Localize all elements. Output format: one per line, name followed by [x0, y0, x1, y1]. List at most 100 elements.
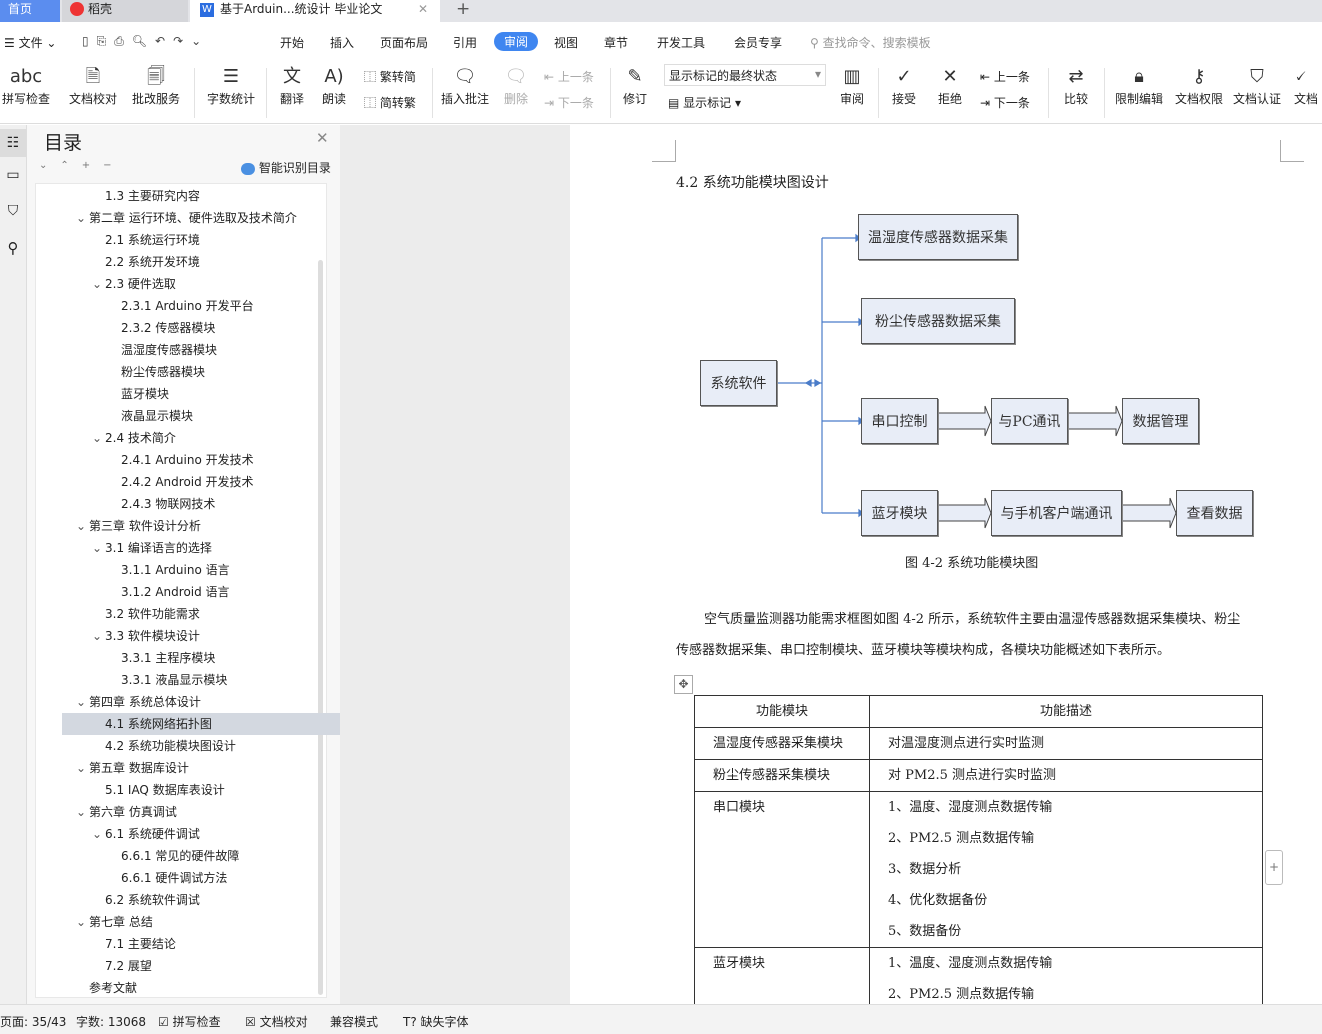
- delete-comment-button[interactable]: 🗨删除: [498, 64, 534, 107]
- trad-to-simp-button[interactable]: ⿰ 繁转简: [364, 70, 416, 84]
- restrict-edit-button[interactable]: 🔒︎限制编辑: [1112, 64, 1166, 107]
- chevron-down-icon[interactable]: ⌄: [92, 431, 103, 445]
- doc-cert-button[interactable]: ⛉文档认证: [1230, 64, 1284, 107]
- read-aloud-button[interactable]: A)朗读: [318, 64, 350, 107]
- tab-docer[interactable]: 稻壳: [62, 0, 188, 22]
- insert-comment-button[interactable]: 🗨插入批注: [440, 64, 490, 107]
- status-spell-check[interactable]: ☑ 拼写检查: [158, 1013, 221, 1030]
- toc-item[interactable]: 2.3.2 传感器模块: [62, 317, 345, 339]
- toc-item[interactable]: 参考文献: [62, 977, 345, 999]
- toc-item[interactable]: 3.1.2 Android 语言: [62, 581, 345, 603]
- chevron-down-icon[interactable]: ⌄: [92, 541, 103, 555]
- menu-view[interactable]: 视图: [554, 36, 579, 50]
- toc-item[interactable]: 4.2 系统功能模块图设计: [62, 735, 345, 757]
- quick-access-icons[interactable]: ▯⎘⎙🔍︎↶↷⌄: [82, 34, 210, 48]
- file-menu[interactable]: ☰ 文件 ⌄: [4, 36, 57, 50]
- toc-item[interactable]: 3.1.1 Arduino 语言: [62, 559, 345, 581]
- close-icon[interactable]: ✕: [316, 129, 329, 147]
- toc-item[interactable]: 2.2 系统开发环境: [62, 251, 345, 273]
- toc-item[interactable]: 2.1 系统运行环境: [62, 229, 345, 251]
- toc-item[interactable]: 2.3.1 Arduino 开发平台: [62, 295, 345, 317]
- chevron-down-icon[interactable]: ⌄: [92, 277, 103, 291]
- toc-item[interactable]: 4.1 系统网络拓扑图: [62, 713, 345, 735]
- chevron-down-icon[interactable]: ⌄: [76, 761, 87, 775]
- toc-item[interactable]: 粉尘传感器模块: [62, 361, 345, 383]
- accept-button[interactable]: ✓接受: [886, 64, 922, 107]
- reject-button[interactable]: ✕拒绝: [932, 64, 968, 107]
- toc-item[interactable]: ⌄6.1 系统硬件调试: [62, 823, 345, 845]
- toc-item[interactable]: 2.4.1 Arduino 开发技术: [62, 449, 345, 471]
- show-marks-button[interactable]: ▤ 显示标记 ▾: [668, 96, 742, 110]
- missing-font[interactable]: T? 缺失字体: [403, 1013, 469, 1030]
- menu-insert[interactable]: 插入: [330, 36, 355, 50]
- next-change-button[interactable]: ⇥ 下一条: [980, 96, 1030, 110]
- doc-more-button[interactable]: 🗸文档: [1294, 64, 1322, 107]
- outline-icon[interactable]: ▭: [6, 167, 20, 183]
- next-comment-button[interactable]: ⇥ 下一条: [544, 96, 594, 110]
- toc-item[interactable]: 2.4.3 物联网技术: [62, 493, 345, 515]
- menu-devtools[interactable]: 开发工具: [657, 36, 706, 50]
- toc-item[interactable]: 液晶显示模块: [62, 405, 345, 427]
- toc-item[interactable]: ⌄2.3 硬件选取: [62, 273, 345, 295]
- doc-permission-button[interactable]: ⚷文档权限: [1172, 64, 1226, 107]
- toc-icon[interactable]: ☷: [0, 129, 26, 157]
- toc-item[interactable]: ⌄第七章 总结: [62, 911, 345, 933]
- toc-item[interactable]: 2.4.2 Android 开发技术: [62, 471, 345, 493]
- chevron-down-icon[interactable]: ⌄: [76, 519, 87, 533]
- table-move-handle-icon[interactable]: ✥: [674, 675, 693, 694]
- toc-item[interactable]: 3.2 软件功能需求: [62, 603, 345, 625]
- toc-item[interactable]: ⌄2.4 技术简介: [62, 427, 345, 449]
- translate-button[interactable]: 文翻译: [274, 64, 310, 107]
- toc-item[interactable]: 7.1 主要结论: [62, 933, 345, 955]
- toc-item[interactable]: ⌄第二章 运行环境、硬件选取及技术简介: [62, 207, 345, 229]
- toc-item[interactable]: 3.3.1 主程序模块: [62, 647, 345, 669]
- toc-item[interactable]: ⌄第三章 软件设计分析: [62, 515, 345, 537]
- chevron-down-icon[interactable]: ⌄: [76, 805, 87, 819]
- simp-to-trad-button[interactable]: ⿰ 简转繁: [364, 96, 416, 110]
- prev-change-button[interactable]: ⇤ 上一条: [980, 70, 1030, 84]
- toc-item[interactable]: 蓝牙模块: [62, 383, 345, 405]
- tab-home[interactable]: 首页: [0, 0, 60, 22]
- toc-item[interactable]: 5.1 IAQ 数据库表设计: [62, 779, 345, 801]
- chevron-down-icon[interactable]: ⌄: [76, 695, 87, 709]
- add-column-button[interactable]: +: [1265, 850, 1283, 885]
- toc-item[interactable]: 7.2 展望: [62, 955, 345, 977]
- proofread-button[interactable]: 🗎文档校对: [66, 64, 120, 107]
- compare-button[interactable]: ⇄比较: [1056, 64, 1096, 107]
- toc-item[interactable]: 6.6.1 硬件调试方法: [62, 867, 345, 889]
- chevron-down-icon[interactable]: ⌄: [92, 629, 103, 643]
- toc-item[interactable]: ⌄3.1 编译语言的选择: [62, 537, 345, 559]
- correction-service-button[interactable]: 🗐批改服务: [126, 64, 186, 107]
- toc-item[interactable]: ⌄3.3 软件模块设计: [62, 625, 345, 647]
- new-tab-button[interactable]: +: [456, 0, 471, 19]
- toc-item[interactable]: 6.2 系统软件调试: [62, 889, 345, 911]
- chevron-down-icon[interactable]: ⌄: [76, 211, 87, 225]
- toc-item[interactable]: 6.6.1 常见的硬件故障: [62, 845, 345, 867]
- menu-layout[interactable]: 页面布局: [380, 36, 429, 50]
- toc-item[interactable]: ⌄第四章 系统总体设计: [62, 691, 345, 713]
- review-pane-button[interactable]: ▥审阅: [834, 64, 870, 107]
- menu-start[interactable]: 开始: [280, 36, 305, 50]
- search-icon[interactable]: ⚲: [7, 239, 19, 257]
- search-command[interactable]: ⚲ 查找命令、搜索模板: [810, 34, 931, 51]
- close-icon[interactable]: ✕: [418, 2, 429, 16]
- status-proofread[interactable]: ☒ 文档校对: [245, 1013, 308, 1030]
- scrollbar[interactable]: [318, 260, 323, 995]
- track-changes-button[interactable]: ✎修订: [618, 64, 652, 107]
- page-count[interactable]: 页面: 35/43: [0, 1015, 67, 1029]
- menu-references[interactable]: 引用: [453, 36, 478, 50]
- menu-member[interactable]: 会员专享: [734, 36, 783, 50]
- toc-item[interactable]: 1.3 主要研究内容: [62, 185, 345, 207]
- chevron-down-icon[interactable]: ⌄: [92, 827, 103, 841]
- bookmark-icon[interactable]: ⛉: [7, 203, 19, 219]
- word-count[interactable]: 字数: 13068: [76, 1015, 147, 1029]
- word-count-button[interactable]: ☰字数统计: [204, 64, 258, 107]
- chevron-down-icon[interactable]: ⌄: [76, 915, 87, 929]
- menu-chapter[interactable]: 章节: [604, 36, 629, 50]
- toc-item[interactable]: ⌄第五章 数据库设计: [62, 757, 345, 779]
- toc-item[interactable]: 温湿度传感器模块: [62, 339, 345, 361]
- toc-item[interactable]: ⌄第六章 仿真调试: [62, 801, 345, 823]
- smart-toc-button[interactable]: 智能识别目录: [241, 159, 331, 176]
